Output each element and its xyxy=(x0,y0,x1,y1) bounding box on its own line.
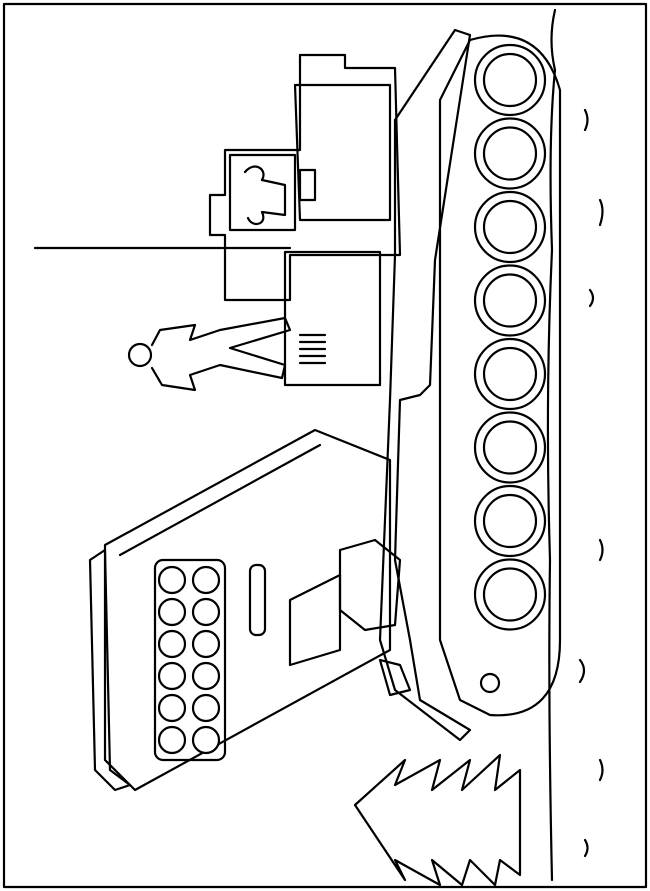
rocket-tube xyxy=(157,725,187,755)
rocket-tube xyxy=(157,629,187,659)
rocket-tube xyxy=(191,565,221,595)
road-wheel xyxy=(482,273,538,328)
road-wheel xyxy=(482,346,538,402)
rocket-tubes xyxy=(157,565,221,755)
rocket-tube xyxy=(191,661,221,691)
ground xyxy=(546,8,604,882)
rocket-tube xyxy=(157,693,187,723)
vehicle-cabin xyxy=(208,53,402,302)
road-wheels xyxy=(473,43,547,631)
road-wheel xyxy=(482,567,538,622)
pine-tree xyxy=(353,753,522,887)
storage-box xyxy=(283,250,382,387)
road-wheel xyxy=(482,420,538,475)
road-wheel xyxy=(482,199,538,255)
rocket-launcher xyxy=(88,428,392,792)
track xyxy=(438,34,562,717)
rocket-tube xyxy=(191,629,221,659)
vehicle-hull xyxy=(378,28,472,742)
road-wheel xyxy=(482,52,538,108)
rocket-tube xyxy=(157,661,187,691)
rocket-tube xyxy=(191,725,221,755)
rocket-tube xyxy=(157,597,187,627)
soldier-figure xyxy=(127,316,292,392)
rocket-tube xyxy=(191,693,221,723)
rocket-tube xyxy=(191,597,221,627)
rocket-tube xyxy=(157,565,187,595)
road-wheel xyxy=(482,493,538,549)
idler-wheel xyxy=(479,672,501,694)
road-wheel xyxy=(482,126,538,181)
